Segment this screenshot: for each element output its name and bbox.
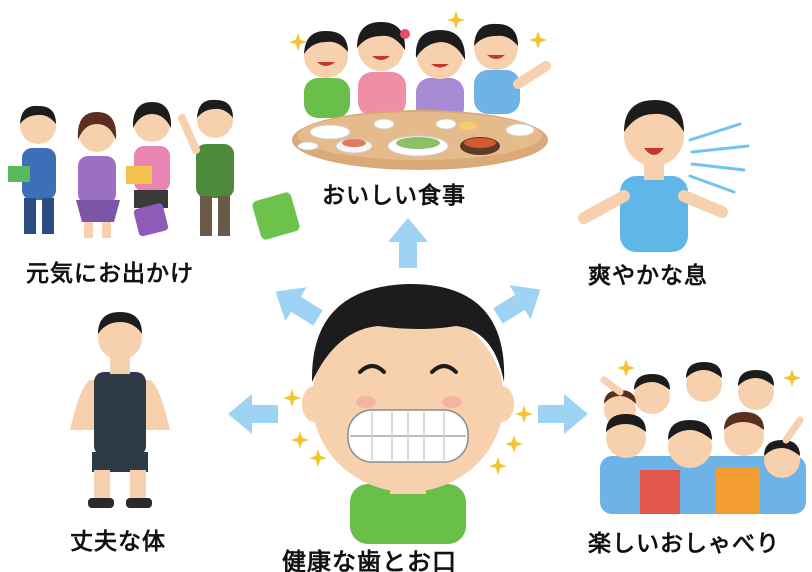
traveler-2 bbox=[76, 112, 120, 238]
arrow-up-left bbox=[264, 274, 329, 335]
arrow-right bbox=[538, 394, 588, 434]
breath-illustration bbox=[578, 100, 750, 252]
center-face-illustration bbox=[283, 284, 533, 544]
traveler-4 bbox=[178, 99, 300, 240]
dining-illustration bbox=[289, 11, 551, 170]
center-label: 健康な歯とお口 bbox=[282, 548, 457, 572]
chatting-group-illustration bbox=[600, 359, 806, 514]
diner-1 bbox=[304, 30, 350, 118]
diner-3 bbox=[415, 30, 466, 122]
benefit-label-outing: 元気にお出かけ bbox=[26, 261, 194, 287]
breath-puffs bbox=[688, 122, 750, 194]
benefit-label-body: 丈夫な体 bbox=[70, 529, 166, 555]
arrow-up bbox=[388, 218, 428, 268]
benefit-label-food: おいしい食事 bbox=[322, 183, 466, 209]
traveler-1 bbox=[8, 105, 56, 234]
diner-2 bbox=[357, 22, 410, 116]
arrow-up-right bbox=[487, 272, 552, 333]
arrow-left bbox=[228, 394, 278, 434]
diner-4 bbox=[474, 23, 551, 114]
benefit-label-talk: 楽しいおしゃべり bbox=[588, 531, 780, 557]
outing-illustration bbox=[8, 99, 300, 240]
strong-body-illustration bbox=[70, 312, 170, 508]
benefit-label-breath: 爽やかな息 bbox=[588, 263, 708, 289]
traveler-3 bbox=[126, 102, 172, 237]
